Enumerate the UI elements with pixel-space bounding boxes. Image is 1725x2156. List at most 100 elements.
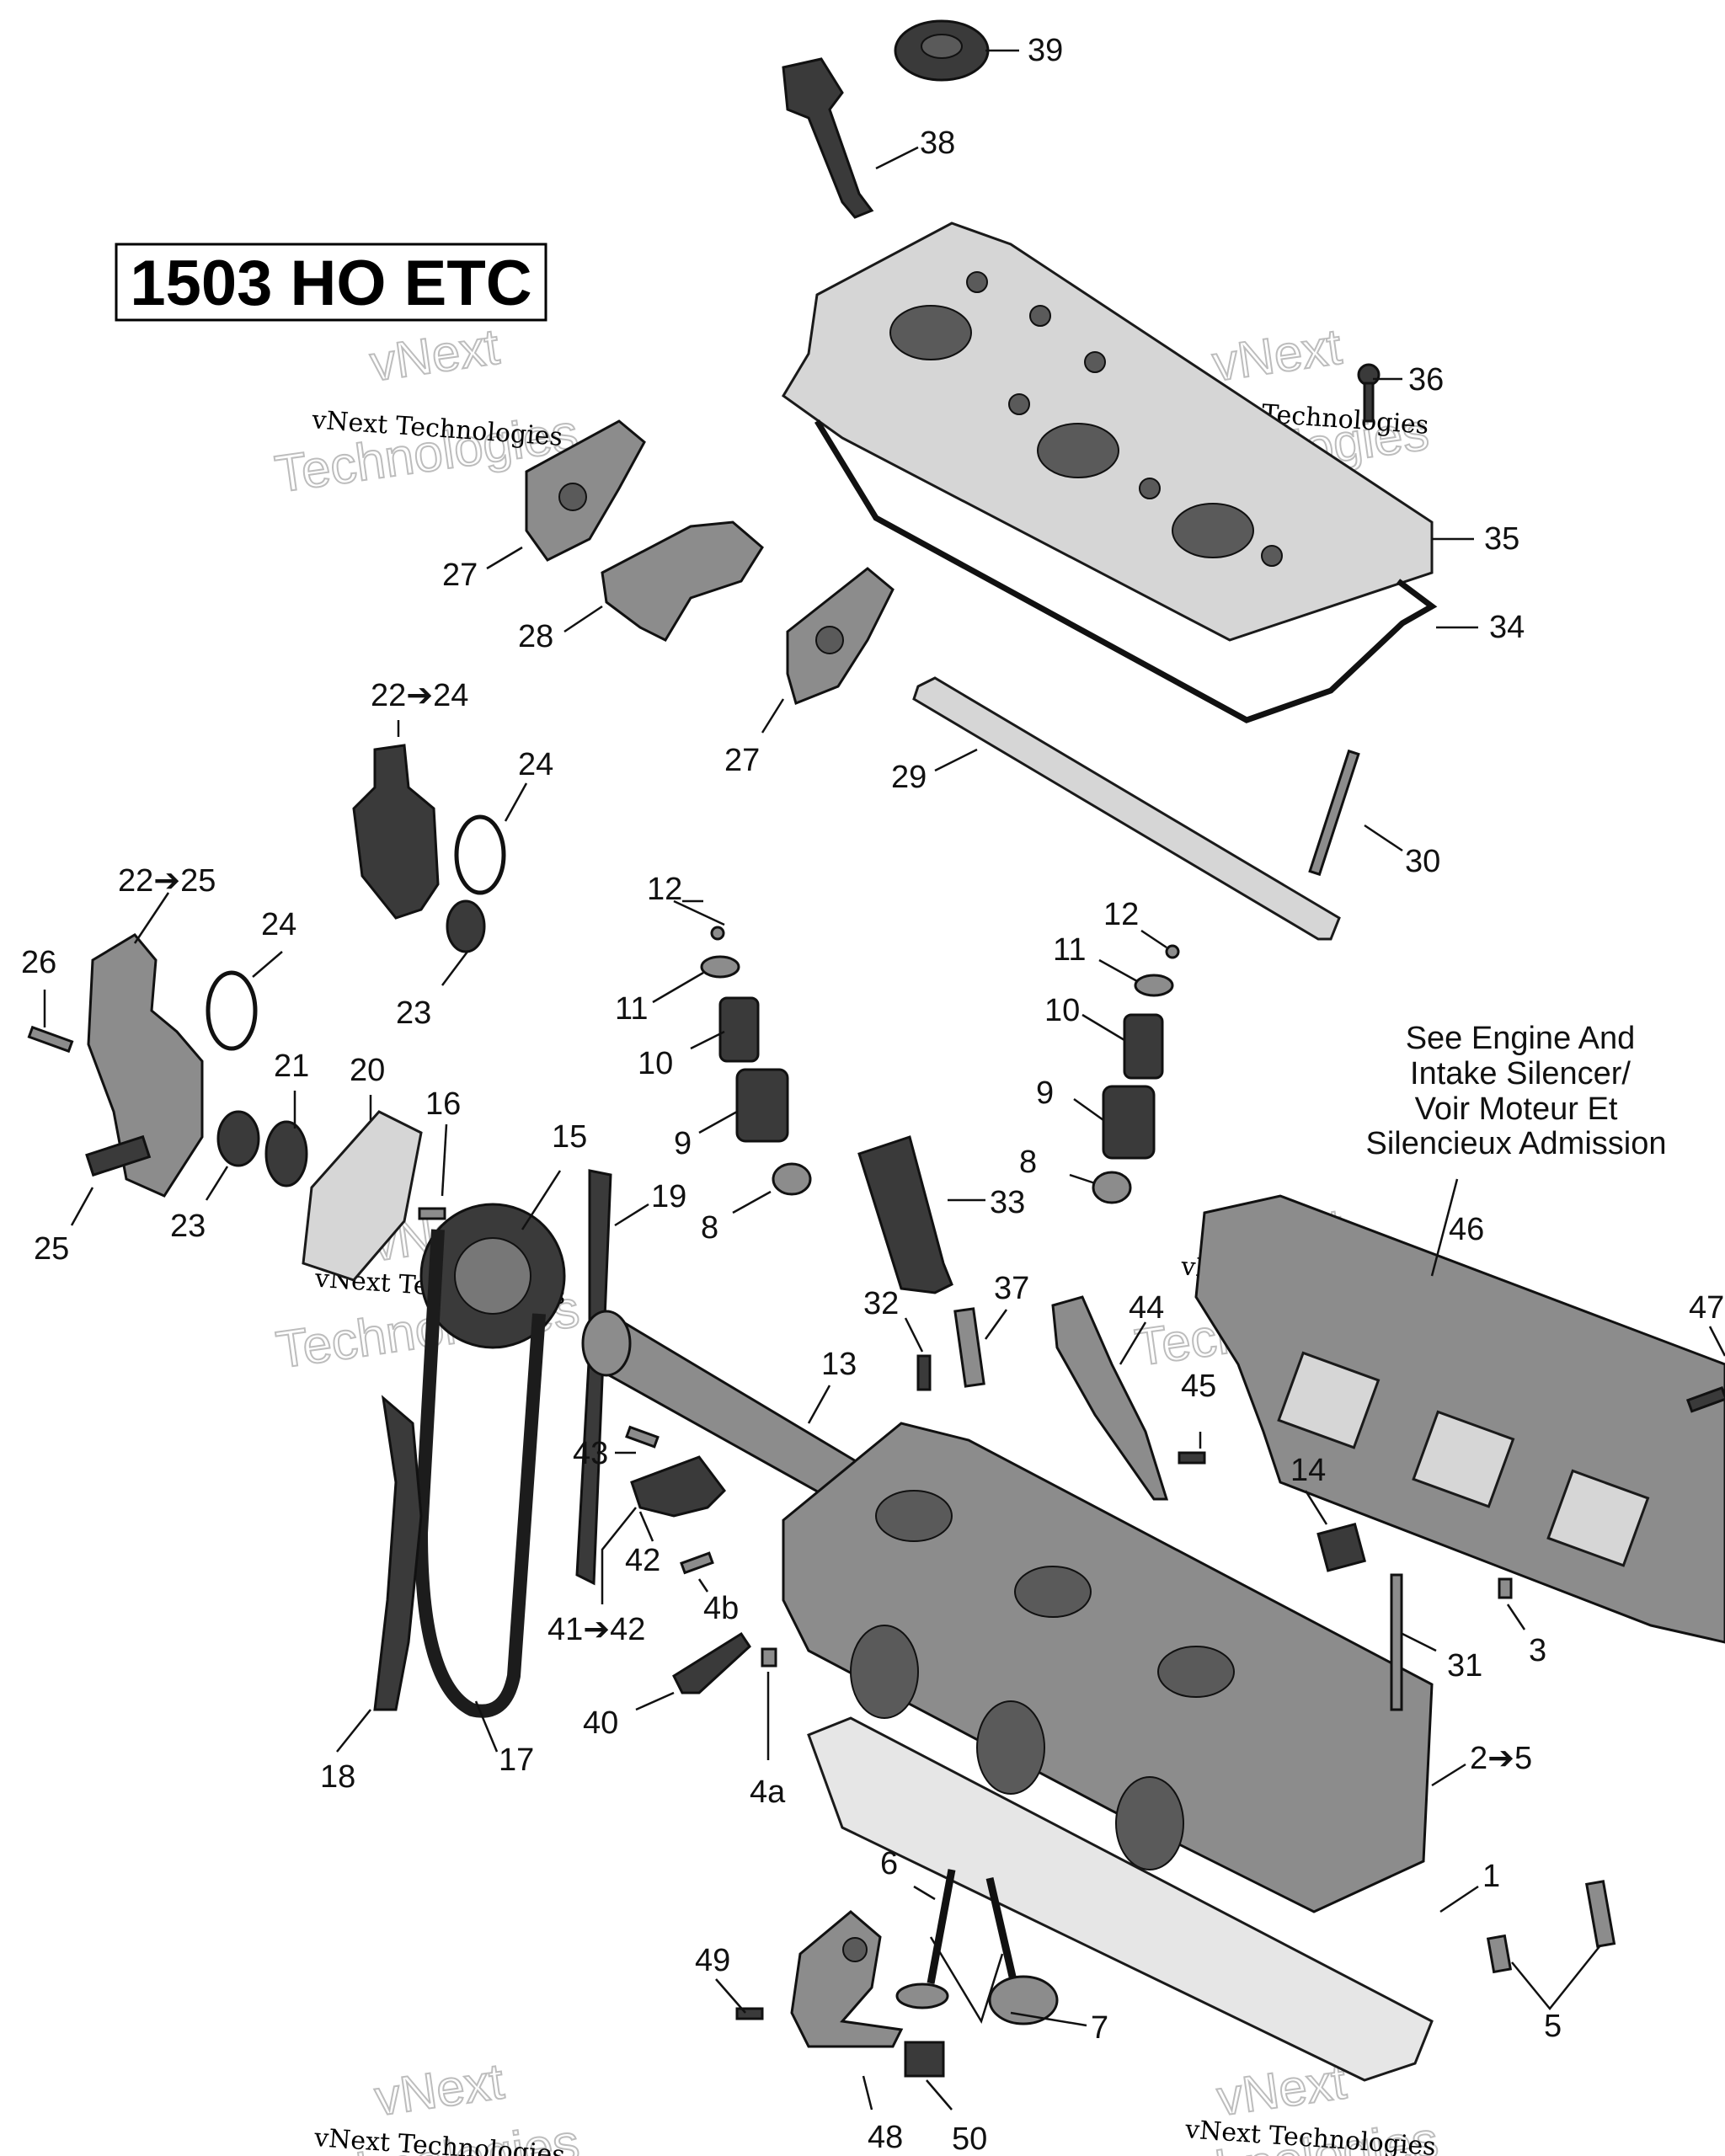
note-line-4: Silencieux Admission: [1366, 1126, 1667, 1161]
part-12-keeper-b: [1165, 944, 1180, 959]
callout-37: 37: [994, 1271, 1029, 1306]
part-17-timing-chain: [414, 1229, 546, 1718]
callout-19: 19: [651, 1179, 686, 1214]
part-29-rocker-shaft: [912, 676, 1341, 941]
model-title: 1503 HO ETC: [130, 248, 531, 319]
part-44-bracket: [1051, 1295, 1169, 1501]
callout-1: 1: [1482, 1859, 1500, 1894]
part-22-pump-assembly: [87, 933, 204, 1198]
callout-10-a: 10: [638, 1046, 673, 1081]
callout-3: 3: [1529, 1633, 1546, 1668]
part-40-temp-sensor: [672, 1631, 751, 1694]
callout-9-b: 9: [1036, 1075, 1054, 1111]
part-10-spring-b: [1123, 1013, 1164, 1080]
part-28-rocker-arm: [601, 520, 764, 642]
bracket-hole: [842, 1937, 868, 1962]
callout-24-b: 24: [261, 907, 296, 942]
part-12-keeper-a: [710, 926, 725, 941]
part-45-bolt: [1178, 1451, 1206, 1465]
callout-28: 28: [518, 619, 553, 654]
part-16-bolt: [418, 1207, 446, 1220]
svg-text:vNext: vNext: [366, 318, 503, 392]
part-9-spring-a: [735, 1068, 789, 1143]
leader-lines: [43, 49, 1725, 2111]
callout-13: 13: [821, 1347, 857, 1382]
part-43-bolt: [625, 1425, 660, 1449]
callout-27-b: 27: [724, 743, 760, 778]
part-30-bolt: [1308, 749, 1360, 877]
part-27-rocker-support-a: [525, 419, 646, 562]
callout-45: 45: [1181, 1369, 1216, 1404]
part-2-cylinder-head: [782, 1422, 1434, 1913]
callout-18: 18: [320, 1759, 355, 1795]
callout-42: 42: [625, 1543, 660, 1578]
callout-8-a: 8: [701, 1210, 718, 1246]
callout-38: 38: [920, 125, 955, 161]
callout-39: 39: [1028, 33, 1063, 68]
part-39-grommet: [894, 19, 990, 82]
part-10-spring-a: [718, 996, 760, 1063]
callout-11-b: 11: [1053, 932, 1086, 968]
callout-8-b: 8: [1019, 1145, 1037, 1180]
part-35-valve-cover: [782, 221, 1434, 642]
callout-35: 35: [1484, 521, 1519, 557]
callout-7: 7: [1091, 2010, 1108, 2046]
callout-31: 31: [1447, 1648, 1482, 1684]
callout-2-5: 2➔5: [1470, 1741, 1532, 1776]
part-23-seal-a: [446, 899, 486, 953]
part-19-chain-guide: [575, 1169, 612, 1586]
callout-23-b: 23: [170, 1209, 206, 1244]
part-47-fitting: [1685, 1385, 1725, 1413]
part-37-spark-plug: [953, 1307, 985, 1388]
part-1-head-gasket: [807, 1716, 1434, 2082]
callout-17: 17: [499, 1742, 534, 1778]
part-5-dowel-b: [1584, 1880, 1616, 1948]
part-42-position-sensor: [630, 1455, 726, 1518]
part-50-bushing: [904, 2041, 945, 2078]
callout-49: 49: [695, 1943, 730, 1978]
part-23-seal-b: [216, 1110, 260, 1167]
part-38-ignition-coil: [782, 57, 874, 219]
callout-12-b: 12: [1103, 897, 1139, 932]
note-line-1: See Engine And: [1406, 1021, 1636, 1056]
part-49-bolt: [735, 2007, 764, 2020]
callout-23-a: 23: [396, 995, 431, 1031]
callout-20: 20: [350, 1053, 385, 1088]
part-48-lifting-bracket: [790, 1910, 904, 2048]
part-5-dowel-a: [1486, 1934, 1513, 1974]
part-24-oring-a: [454, 814, 506, 895]
note-line-3: Voir Moteur Et: [1415, 1091, 1618, 1127]
callout-22-24: 22➔24: [371, 678, 468, 713]
part-11-retainer-b: [1134, 974, 1174, 997]
callout-32: 32: [863, 1286, 899, 1321]
callout-26: 26: [21, 945, 56, 980]
part-25-clip: [85, 1134, 152, 1177]
part-15-camshaft-sprocket: [419, 1203, 566, 1349]
callout-22-25: 22➔25: [118, 863, 216, 899]
part-34-gasket: [814, 419, 1438, 723]
part-33-spark-plug-tube: [857, 1135, 953, 1294]
callout-46: 46: [1449, 1212, 1484, 1247]
callout-24-a: 24: [518, 747, 553, 782]
reference-note: See Engine And Intake Silencer/ Voir Mot…: [1366, 1021, 1667, 1161]
svg-text:vNext: vNext: [371, 2052, 508, 2127]
part-4b-stud: [680, 1551, 714, 1575]
callout-29: 29: [891, 760, 927, 795]
svg-text:vNext: vNext: [1209, 318, 1345, 392]
callout-6: 6: [880, 1846, 898, 1881]
callout-33: 33: [990, 1185, 1025, 1220]
part-4a-dowel: [761, 1647, 777, 1668]
part-21-washer: [264, 1120, 308, 1187]
part-8-valve-seal-b: [1092, 1171, 1132, 1204]
part-3-dowel: [1498, 1577, 1513, 1599]
part-31-bolt: [1390, 1573, 1403, 1711]
part-18-chain-guide: [373, 1395, 423, 1711]
callout-4b: 4b: [703, 1591, 739, 1626]
callout-30: 30: [1405, 844, 1440, 879]
callout-44: 44: [1129, 1290, 1164, 1326]
part-6-valve: [895, 1869, 956, 2009]
part-7-valve: [985, 1876, 1059, 2025]
callout-34: 34: [1489, 610, 1525, 645]
callout-16: 16: [425, 1086, 461, 1122]
